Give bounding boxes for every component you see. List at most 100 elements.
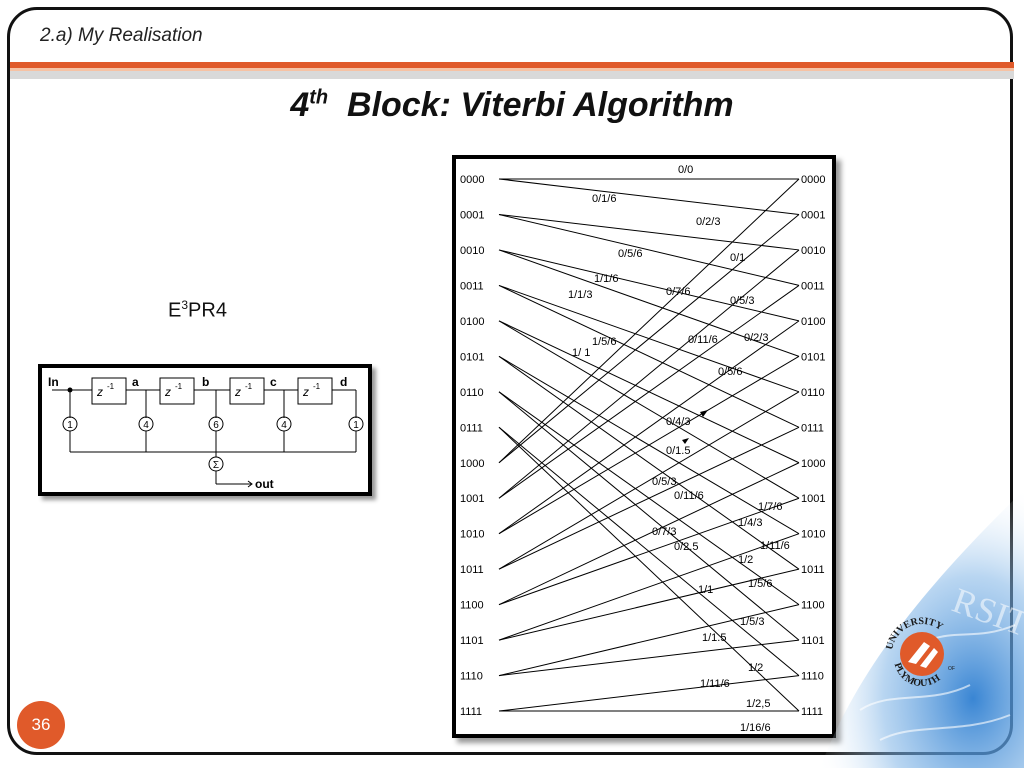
state-label-right: 0001 <box>801 209 825 221</box>
branch-arrow <box>700 410 708 417</box>
state-label-left: 0000 <box>460 174 484 186</box>
branch-label: 0/7/6 <box>666 286 690 298</box>
branch-label: 1/11/6 <box>700 678 730 690</box>
university-logo: UNIVERSITY PLYMOUTH OF <box>884 616 955 689</box>
delay-box-1 <box>91 377 127 405</box>
delay-box-4 <box>297 377 333 405</box>
branch-label: 1/1/3 <box>568 289 592 301</box>
state-label-left: 0110 <box>460 387 484 399</box>
logo-stripes <box>908 642 938 668</box>
branch-label: 0/7/3 <box>652 526 676 538</box>
branch-label: 0/5/6 <box>718 366 742 378</box>
branch-label: 0/2/3 <box>696 216 720 228</box>
delay-exp-2: -1 <box>175 382 183 391</box>
delay-exp-3: -1 <box>245 382 253 391</box>
trellis-branch <box>498 320 800 499</box>
slide-title: 4th Block: Viterbi Algorithm <box>0 86 1024 125</box>
state-label-left: 1000 <box>460 458 484 470</box>
tap-label-b: b <box>202 375 209 389</box>
code-suffix: PR4 <box>188 299 227 322</box>
branch-label: 0/1.5 <box>666 445 690 457</box>
trellis-branch <box>498 285 800 499</box>
branch-label: 0/2.5 <box>674 541 698 553</box>
ripple-2 <box>879 714 1011 741</box>
state-label-left: 1100 <box>460 600 484 612</box>
trellis-branch <box>498 355 800 535</box>
branch-label: 1/2 <box>748 662 763 674</box>
trellis-branch <box>498 568 800 641</box>
branch-label: 0/4/3 <box>666 416 690 428</box>
state-label-right: 0111 <box>801 422 824 434</box>
branch-label: 1/ 1 <box>572 347 590 359</box>
branch-label: 1/16/6 <box>740 722 771 734</box>
ripple-1 <box>859 684 971 711</box>
delay-exp-1: -1 <box>107 382 115 391</box>
state-label-right: 1110 <box>801 671 824 683</box>
state-label-right: 1101 <box>801 635 825 647</box>
coef-4: 4 <box>281 420 287 431</box>
state-label-left: 1010 <box>460 529 484 541</box>
state-label-right: 1000 <box>801 458 825 470</box>
state-label-right: 0101 <box>801 351 825 363</box>
delay-exp-4: -1 <box>313 382 321 391</box>
state-label-left: 0001 <box>460 209 484 221</box>
header-band-light <box>10 68 1014 71</box>
sum-symbol: Σ <box>213 460 219 471</box>
state-label-right: 1100 <box>801 600 825 612</box>
branch-label: 1/5/6 <box>592 336 616 348</box>
coef-3: 6 <box>213 420 219 431</box>
trellis-branch <box>498 533 800 641</box>
state-label-right: 1111 <box>801 706 823 718</box>
branch-label: 0/0 <box>678 164 693 176</box>
code-label: E3PR4 <box>168 298 227 323</box>
delay-label-3: z <box>234 385 241 399</box>
state-label-left: 1111 <box>460 706 482 718</box>
state-label-left: 1011 <box>460 564 484 576</box>
branch-label: 0/1/6 <box>592 193 616 205</box>
water-shape <box>820 490 1024 768</box>
trellis-branch <box>498 213 800 286</box>
trellis-branch <box>498 284 800 428</box>
coef-5: 1 <box>353 420 359 431</box>
header-band-orange <box>10 62 1014 68</box>
state-label-right: 1010 <box>801 529 825 541</box>
block-diagram-svg: In z -1 z -1 z -1 z -1 a b c d 1 4 6 4 1… <box>48 375 364 491</box>
tap-label-a: a <box>132 375 139 389</box>
branch-label: 1/7/6 <box>758 501 782 513</box>
state-label-left: 1101 <box>460 635 484 647</box>
branch-label: 1/4/3 <box>738 517 762 529</box>
code-prefix: E <box>168 299 182 322</box>
branch-label: 1/11/6 <box>760 540 790 552</box>
branch-label: 0/1 <box>730 252 745 264</box>
trellis-branch <box>498 213 800 251</box>
tap-label-c: c <box>270 375 277 389</box>
delay-box-3 <box>229 377 265 405</box>
branch-label: 1/1/6 <box>594 273 618 285</box>
title-number: 4 <box>290 86 310 124</box>
trellis-branch <box>498 355 800 570</box>
branch-label: 0/11/6 <box>688 334 718 346</box>
header-band-gray <box>10 71 1014 79</box>
trellis-branch <box>498 391 800 570</box>
out-arrowhead <box>247 480 253 488</box>
branch-label: 0/5/3 <box>652 476 676 488</box>
coef-1: 1 <box>67 420 73 431</box>
trellis-branch <box>498 497 800 606</box>
block-diagram: In z -1 z -1 z -1 z -1 a b c d 1 4 6 4 1… <box>38 364 372 496</box>
water-decoration: RSITY <box>820 490 1024 768</box>
state-label-left: 1110 <box>460 671 483 683</box>
branch-label: 1/2,5 <box>746 698 770 710</box>
branch-label: 0/5/3 <box>730 295 754 307</box>
delay-label-1: z <box>96 385 103 399</box>
delay-label-4: z <box>302 385 309 399</box>
trellis-branch <box>498 639 800 677</box>
trellis-branch <box>498 249 800 499</box>
branch-label: 1/1.5 <box>702 632 726 644</box>
tap-label-d: d <box>340 375 347 389</box>
title-text: Block: Viterbi Algorithm <box>328 86 734 124</box>
trellis-branch <box>498 178 800 215</box>
branch-label: 1/1 <box>698 584 713 596</box>
trellis-branch <box>498 320 800 535</box>
